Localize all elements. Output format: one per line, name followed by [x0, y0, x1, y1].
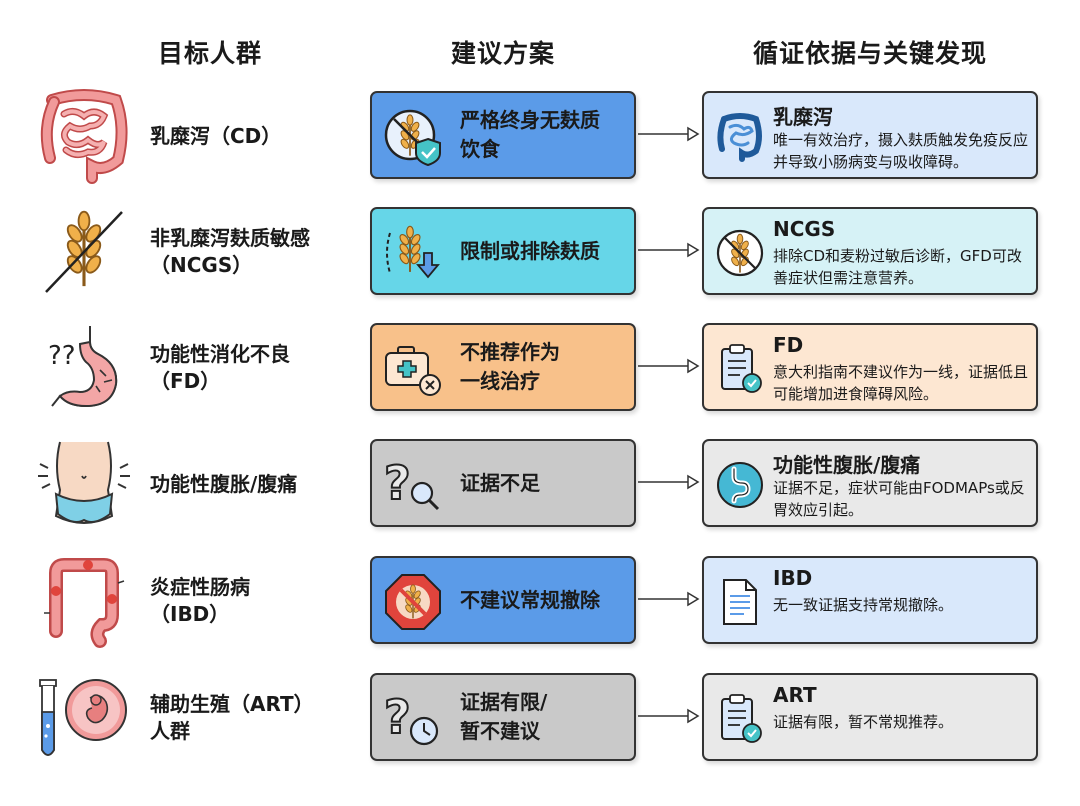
evidence-box: NCGS 排除CD和麦粉过敏后诊断，GFD可改善症状但需注意营养。 [702, 207, 1038, 295]
gut-circle-icon [714, 459, 766, 511]
clipboard-check-icon [714, 343, 766, 395]
header-recommendation: 建议方案 [450, 39, 555, 68]
recommendation-box: 限制或排除麸质 [370, 207, 636, 295]
group-label: 炎症性肠病 （IBD） [150, 575, 250, 626]
recommendation-box: ? 证据不足 [370, 439, 636, 527]
svg-text:?: ? [384, 456, 411, 510]
row-fd: ?? 功能性消化不良 （FD） 不推荐作为 一线治疗 [0, 320, 1080, 416]
arrow-icon [638, 126, 700, 142]
arrow-icon [638, 358, 700, 374]
recommendation-box: 不推荐作为 一线治疗 [370, 323, 636, 411]
evidence-box: FD 意大利指南不建议作为一线，证据低且可能增加进食障碍风险。 [702, 323, 1038, 411]
intestine-icon [34, 88, 134, 184]
evidence-box: 乳糜泻 唯一有效治疗，摄入麸质触发免疫反应并导致小肠病变与吸收障碍。 [702, 91, 1038, 179]
recommendation-box: 不建议常规撤除 [370, 556, 636, 644]
question-clock-icon: ? [382, 689, 444, 749]
evidence-box: IBD 无一致证据支持常规撤除。 [702, 556, 1038, 644]
recommendation-box: 严格终身无麸质 饮食 [370, 91, 636, 179]
bloated-abdomen-icon [34, 436, 134, 532]
test-tube-embryo-icon [34, 670, 134, 766]
evidence-box: ART 证据有限，暂不常规推荐。 [702, 673, 1038, 761]
arrow-icon [638, 474, 700, 490]
clipboard-check-icon [714, 693, 766, 745]
group-label: 功能性消化不良 （FD） [150, 342, 290, 393]
stomach-icon: ?? [34, 320, 134, 416]
wheat-down-arrow-icon [382, 223, 444, 283]
arrow-icon [638, 708, 700, 724]
question-magnifier-icon: ? [382, 455, 444, 515]
group-label: 乳糜泻（CD） [150, 123, 282, 148]
crossed-wheat-icon [34, 204, 134, 300]
group-label: 非乳糜泻麸质敏感 （NCGS） [150, 226, 310, 277]
no-wheat-shield-icon [382, 107, 444, 167]
group-label: 功能性腹胀/腹痛 [150, 471, 298, 496]
row-celiac: 乳糜泻（CD） 严格终身无麸质 饮食 乳糜泻 [0, 88, 1080, 184]
medical-kit-x-icon [382, 339, 444, 399]
arrow-icon [638, 591, 700, 607]
row-art: 辅助生殖（ART） 人群 ? 证据有限/ 暂不建议 [0, 670, 1080, 766]
intestine-icon [714, 111, 766, 163]
evidence-box: 功能性腹胀/腹痛 证据不足，症状可能由FODMAPs或反胃效应引起。 [702, 439, 1038, 527]
arrow-icon [638, 242, 700, 258]
row-ncgs: 非乳糜泻麸质敏感 （NCGS） 限制或排除麸质 NCGS 排除CD和麦粉过敏后诊… [0, 204, 1080, 300]
row-ibd: 炎症性肠病 （IBD） 不建议常规撤除 IBD 无一致证据支持常规 [0, 553, 1080, 649]
recommendation-box: ? 证据有限/ 暂不建议 [370, 673, 636, 761]
svg-text:?: ? [384, 690, 411, 744]
svg-text:??: ?? [48, 341, 76, 371]
group-label: 辅助生殖（ART） 人群 [150, 692, 314, 743]
row-functional-bloating: 功能性腹胀/腹痛 ? 证据不足 功能性腹胀/腹痛 证据不足，症状可能由FODMA… [0, 436, 1080, 532]
no-wheat-icon [714, 227, 766, 279]
stop-sign-wheat-icon [382, 572, 444, 632]
inflamed-colon-icon [34, 553, 134, 649]
document-icon [714, 576, 766, 628]
header-target-group: 目标人群 [157, 39, 262, 68]
header-evidence: 循证依据与关键发现 [752, 39, 987, 68]
